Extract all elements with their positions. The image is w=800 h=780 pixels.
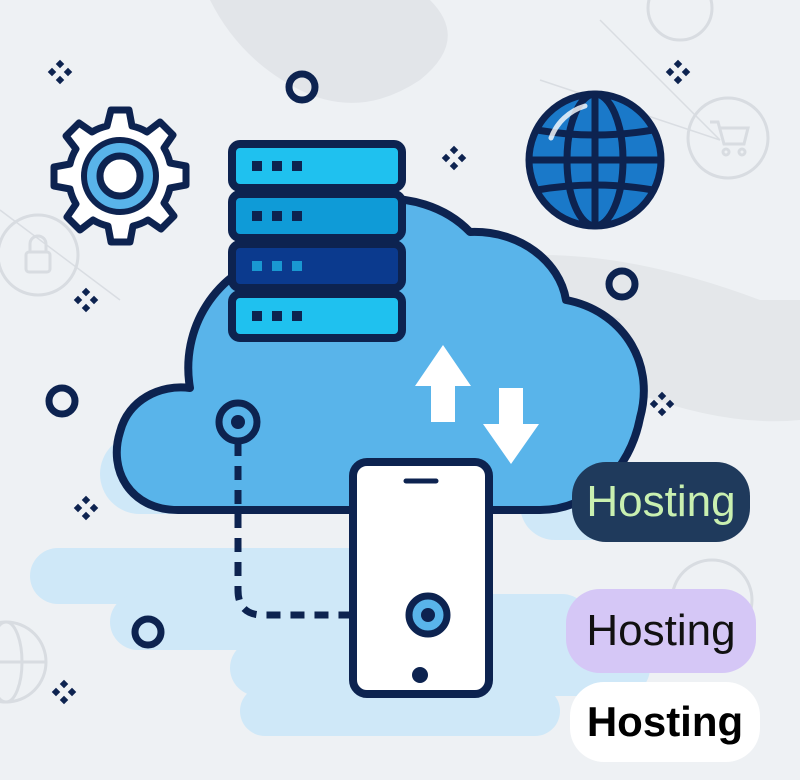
server-icon: [228, 140, 406, 342]
smartphone-icon: [349, 458, 493, 698]
gear-icon: [50, 106, 190, 246]
download-arrow-icon: [483, 388, 539, 464]
connection-line: [234, 442, 410, 619]
cloud-node: [215, 399, 261, 445]
hosting-label-white: Hosting: [570, 682, 760, 762]
rings: [45, 70, 639, 649]
globe-icon: [525, 90, 665, 230]
upload-arrow-icon: [415, 345, 471, 422]
lock-icon: [0, 213, 80, 297]
phone-node: [405, 592, 451, 638]
shopping-cart-icon: [686, 96, 770, 180]
hosting-label-lavender: Hosting: [566, 589, 756, 673]
globe-outline-icon: [0, 620, 48, 704]
hosting-label-dark: Hosting: [572, 462, 750, 542]
dollar-icon: [646, 0, 714, 42]
